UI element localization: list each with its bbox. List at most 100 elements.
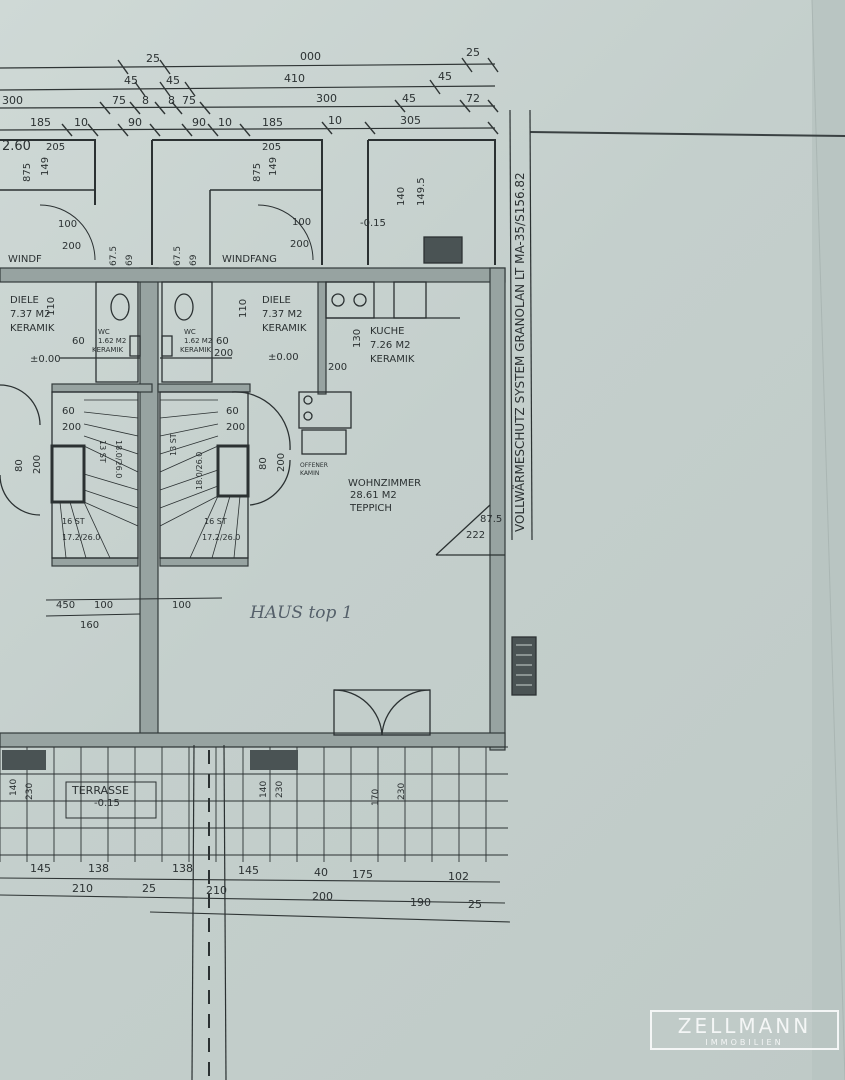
terrace-dim-230-a: 230 — [25, 783, 35, 800]
stair-core-right — [216, 444, 250, 498]
dim-60-b: 60 — [216, 336, 229, 347]
room-windfang-left: WINDF — [8, 254, 42, 265]
dim-110-a: 110 — [46, 297, 57, 316]
toilet-left-icon — [110, 293, 130, 321]
drainage-strip — [191, 744, 227, 1080]
right-unit-h1: 875 — [252, 163, 263, 182]
room-diele-right-floor: KERAMIK — [262, 323, 307, 334]
room-diele-right-area: 7.37 M2 — [262, 309, 302, 320]
right-unit-width: 205 — [262, 142, 281, 153]
dim-top-3g: 45 — [402, 92, 416, 105]
dim-200-c: 200 — [62, 422, 81, 433]
dim-bottom-1b: 138 — [88, 862, 109, 875]
dim-140: 140 — [396, 187, 407, 206]
dim-875: 87.5 — [480, 514, 502, 525]
dim-222: 222 — [466, 530, 485, 541]
top-dimension-labels: 25 000 25 45 45 410 45 300 75 8 8 75 300… — [2, 46, 480, 129]
stair-wall-left — [51, 383, 153, 393]
dim-675-left: 67.5 — [109, 246, 119, 266]
dim-bottom-2d: 200 — [312, 890, 333, 903]
room-wc-right-name: WC — [184, 328, 196, 336]
terrace-dim-170: 170 — [371, 789, 381, 806]
radiator-terrace-mid-icon — [250, 750, 298, 770]
room-wc-right-floor: KERAMIK — [180, 346, 211, 354]
dim-200-e: 200 — [214, 348, 233, 359]
room-wc-right-area: 1.62 M2 — [184, 337, 212, 345]
dim-69-left: 69 — [125, 254, 135, 266]
stair-left-lower-dim: 17.2/26.0 — [62, 533, 100, 542]
dim-bottom-2f: 25 — [468, 898, 482, 911]
room-kueche-floor: KERAMIK — [370, 354, 415, 365]
fireplace — [301, 429, 347, 455]
dim-top-2a: 45 — [124, 74, 138, 87]
fireplace-label-1: OFFENER — [300, 462, 328, 469]
dim-top-4c: 90 — [128, 116, 142, 129]
dim-bottom-1g: 102 — [448, 870, 469, 883]
left-unit-h2: 149 — [40, 157, 51, 176]
dim-bottom-1f: 175 — [352, 868, 373, 881]
insulation-system-label: VOLLWÄRMESCHUTZ SYSTEM GRANOLAN LT MA-35… — [512, 172, 527, 532]
mid-dimensions: 450 100 100 160 — [45, 597, 223, 631]
dim-top-4h: 305 — [400, 114, 421, 127]
stair-left-upper-count: 13 ST — [98, 440, 107, 463]
room-wc-left-area: 1.62 M2 — [98, 337, 126, 345]
insulation-label-block: VOLLWÄRMESCHUTZ SYSTEM GRANOLAN LT MA-35… — [509, 109, 533, 541]
room-diele-left-area: 7.37 M2 — [10, 309, 50, 320]
dim-top-3f: 300 — [316, 92, 337, 105]
radiator-terrace-left-icon — [2, 750, 46, 770]
dim-top-3b: 75 — [112, 94, 126, 107]
dim-top-4a: 185 — [30, 116, 51, 129]
stair-right-lower-dim: 17.2/26.0 — [202, 533, 240, 542]
dim-bottom-1a: 145 — [30, 862, 51, 875]
dim-top-3a: 300 — [2, 94, 23, 107]
dim-149: 149.5 — [416, 177, 427, 206]
dim-bottom-2b: 25 — [142, 882, 156, 895]
door-dim-200-right: 200 — [290, 239, 309, 250]
room-kueche-area: 7.26 M2 — [370, 340, 410, 351]
terrace-dim-230-b: 230 — [275, 781, 285, 798]
stair-right-lower-count: 16 ST — [204, 517, 227, 526]
dim-200-g: 200 — [276, 453, 287, 472]
dim-top-4f: 185 — [262, 116, 283, 129]
terrace-dim-140-a: 140 — [9, 779, 19, 796]
stair-treads-right — [159, 399, 241, 559]
left-unit-width: 205 — [46, 142, 65, 153]
stair-wall-right — [157, 383, 251, 393]
dim-top-1a: 25 — [146, 52, 160, 65]
dim-top-4d: 90 — [192, 116, 206, 129]
dim-60-c: 60 — [62, 406, 75, 417]
door-dim-200-left: 200 — [62, 241, 81, 252]
stair-bottom-left — [51, 557, 139, 567]
dim-top-2b: 45 — [166, 74, 180, 87]
sink-left-icon — [129, 335, 141, 357]
room-kueche-name: KUCHE — [370, 326, 404, 337]
dim-top-1c: 25 — [466, 46, 480, 59]
left-unit-h1: 875 — [22, 163, 33, 182]
interior-lines — [0, 204, 537, 736]
sink-right-icon — [161, 335, 173, 357]
stair-right-upper-dim: 18.0/26.0 — [195, 452, 204, 490]
dim-675-right: 67.5 — [173, 246, 183, 266]
radiator-north-icon — [423, 236, 463, 264]
dim-160: 160 — [80, 620, 99, 631]
dim-top-4g: 10 — [328, 114, 342, 127]
dim-60-d: 60 — [226, 406, 239, 417]
stair-treads-left — [59, 399, 139, 559]
left-unit-area: 2.60 — [2, 139, 31, 154]
door-dim-100-left: 100 — [58, 219, 77, 230]
level-mark-left: ±0.00 — [30, 354, 61, 365]
top-dimension-lines — [0, 57, 499, 137]
dim-130: 130 — [352, 329, 363, 348]
stair-core-left — [50, 444, 86, 504]
fireplace-label-2: KAMIN — [300, 470, 319, 477]
bottom-dimension-labels: 145 138 138 145 40 175 102 210 25 210 20… — [30, 862, 482, 911]
dim-top-3c: 8 — [142, 94, 149, 107]
door-dim-100-right: 100 — [292, 217, 311, 228]
dim-top-2c: 410 — [284, 72, 305, 85]
room-diele-left-name: DIELE — [10, 295, 39, 306]
dim-100-mid-a: 100 — [94, 600, 113, 611]
dim-top-3d: 8 — [168, 94, 175, 107]
room-wohnzimmer-area: 28.61 M2 — [350, 490, 397, 501]
right-unit-h2: 149 — [268, 157, 279, 176]
